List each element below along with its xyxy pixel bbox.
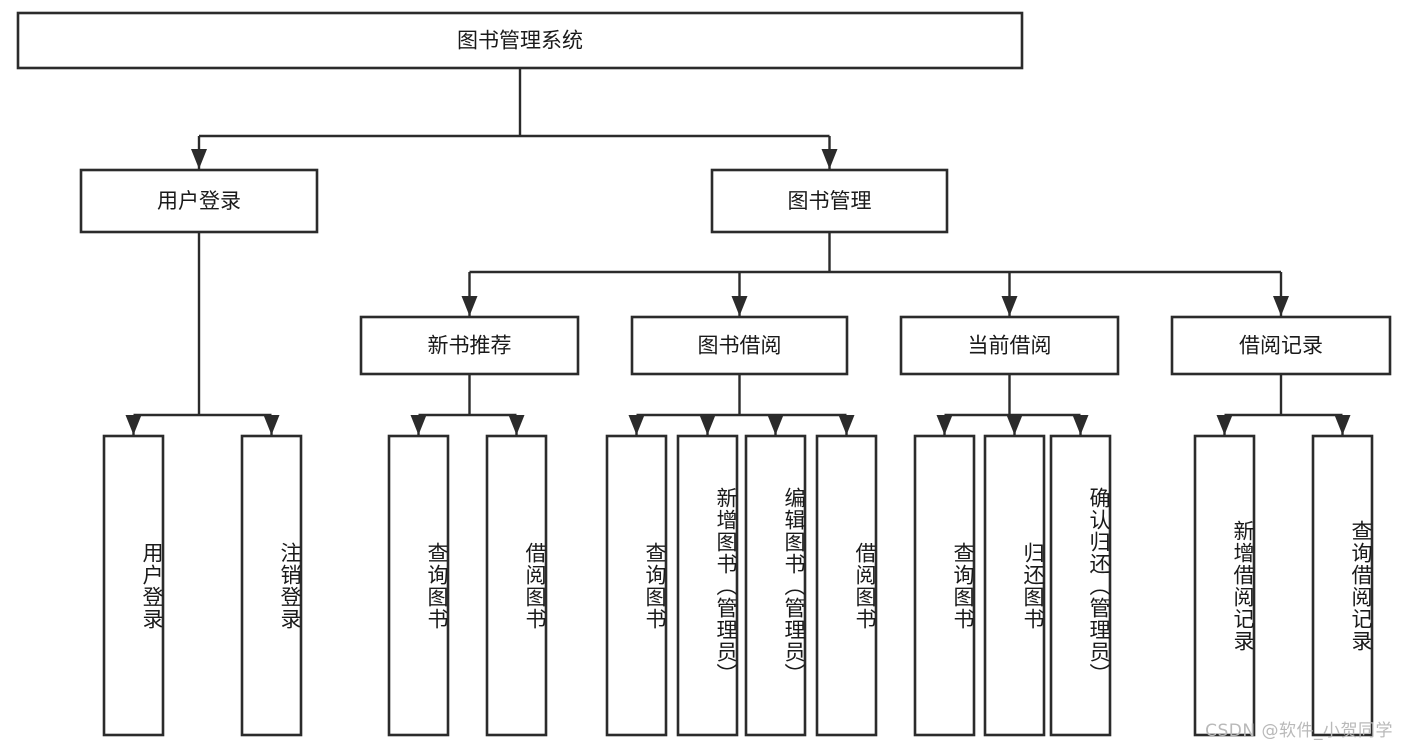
level2-node-user-login-label: 用户登录 [157,189,241,213]
leaf-node[interactable] [815,434,878,737]
level3-node-new-book-recommendation[interactable] [359,315,580,376]
arrow-head-icon [1001,296,1018,316]
arrow-head-icon [410,415,427,435]
arrow-head-icon [699,415,716,435]
arrow-head-icon [821,149,838,169]
arrow-head-icon [838,415,855,435]
arrow-head-icon [1006,415,1023,435]
arrow-head-icon [731,296,748,316]
csdn-watermark: CSDN @软件_小贺同学 [1205,721,1393,741]
root-node-label: 图书管理系统 [457,29,583,53]
leaf-node[interactable] [605,434,668,737]
level3-node-new-book-recommendation-label: 新书推荐 [428,334,512,358]
root-node-book-management-system[interactable] [16,11,1024,70]
leaf-node[interactable] [913,434,976,737]
level2-node-user-login[interactable] [79,168,319,234]
arrow-head-icon [263,415,280,435]
arrow-head-icon [508,415,525,435]
leaf-node[interactable] [983,434,1046,737]
leaf-node[interactable] [102,434,165,737]
level3-node-book-borrowing-label: 图书借阅 [698,334,782,358]
leaf-node[interactable] [676,434,739,737]
leaf-node[interactable] [485,434,548,737]
arrow-head-icon [767,415,784,435]
leaf-node[interactable] [1049,434,1112,737]
boxes-layer [16,11,1392,737]
arrow-head-icon [461,296,478,316]
level3-node-current-borrowing-label: 当前借阅 [968,334,1052,358]
arrow-head-icon [125,415,142,435]
leaf-node[interactable] [1311,434,1374,737]
connectors-layer [125,68,1351,435]
level2-node-book-management[interactable] [710,168,949,234]
arrow-head-icon [1216,415,1233,435]
leaf-node[interactable] [1193,434,1256,737]
level2-node-book-management-label: 图书管理 [788,189,872,213]
leaf-node[interactable] [387,434,450,737]
arrow-head-icon [1273,296,1289,316]
level3-node-current-borrowing[interactable] [899,315,1120,376]
leaf-node[interactable] [744,434,807,737]
level3-node-borrowing-record-label: 借阅记录 [1239,334,1323,358]
arrow-head-icon [936,415,953,435]
arrow-head-icon [1072,415,1089,435]
level3-node-borrowing-record[interactable] [1170,315,1392,376]
arrow-head-icon [1334,415,1351,435]
arrow-head-icon [191,149,207,169]
arrow-head-icon [628,415,645,435]
level3-node-book-borrowing[interactable] [630,315,849,376]
leaf-node[interactable] [240,434,303,737]
